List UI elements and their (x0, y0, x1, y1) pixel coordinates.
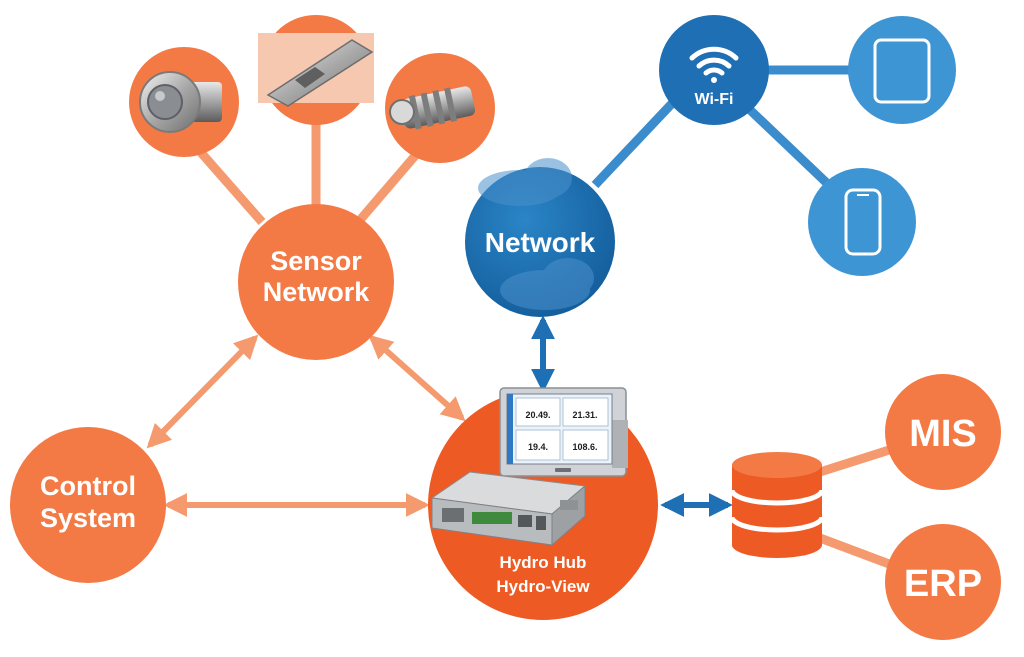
control-system-label-line1: Control (40, 471, 136, 501)
tablet-node (848, 16, 956, 124)
connector-sensor3 (356, 147, 424, 223)
wifi-connectors (591, 65, 860, 192)
control-system-node: Control System (10, 427, 166, 583)
hydro-hub-label-line2: Hydro-View (496, 577, 590, 596)
screen-reading-1: 20.49. (525, 410, 550, 420)
sensor-2-image (258, 33, 374, 107)
arrow-sensor-control (146, 334, 259, 449)
mis-node: MIS (885, 374, 1001, 490)
sensor-1-image (139, 71, 222, 133)
wifi-icon (689, 46, 739, 83)
erp-node: ERP (885, 524, 1001, 640)
database-icon (729, 452, 825, 558)
sensor-network-label-line2: Network (263, 277, 371, 307)
hydro-view-panel-image: 20.49. 21.31. 19.4. 108.6. (499, 387, 628, 477)
tablet-icon (873, 38, 931, 104)
connector-wifi-phone (744, 104, 836, 192)
enterprise-connectors (818, 440, 907, 575)
orange-arrows (146, 334, 466, 517)
sensor-network-node: Sensor Network (238, 204, 394, 360)
sensor-network-label-line1: Sensor (270, 246, 362, 276)
sensor-2-node (258, 15, 374, 125)
connector-network-wifi (591, 91, 684, 189)
control-system-label-line2: System (40, 503, 136, 533)
erp-label: ERP (904, 563, 982, 605)
blue-arrows (531, 315, 733, 517)
arrow-sensor-hub (368, 334, 466, 422)
network-node: Network (465, 158, 615, 317)
wifi-node: Wi-Fi (659, 15, 769, 125)
phone-icon (844, 188, 882, 256)
sensor-3-node (385, 53, 495, 163)
hydro-hub-node: 20.49. 21.31. 19.4. 108.6. Hydro Hub Hyd… (428, 387, 658, 620)
screen-reading-4: 108.6. (572, 442, 597, 452)
screen-reading-3: 19.4. (528, 442, 548, 452)
hydro-hub-label-line1: Hydro Hub (500, 553, 587, 572)
screen-reading-2: 21.31. (572, 410, 597, 420)
wifi-label: Wi-Fi (695, 91, 734, 108)
phone-node (808, 168, 916, 276)
cloud-icon (478, 158, 594, 310)
sensor-3-image (389, 86, 476, 130)
network-label: Network (485, 227, 596, 258)
sensor-1-node (129, 47, 239, 157)
hydro-hub-box-image (430, 471, 587, 547)
mis-label: MIS (909, 413, 977, 455)
